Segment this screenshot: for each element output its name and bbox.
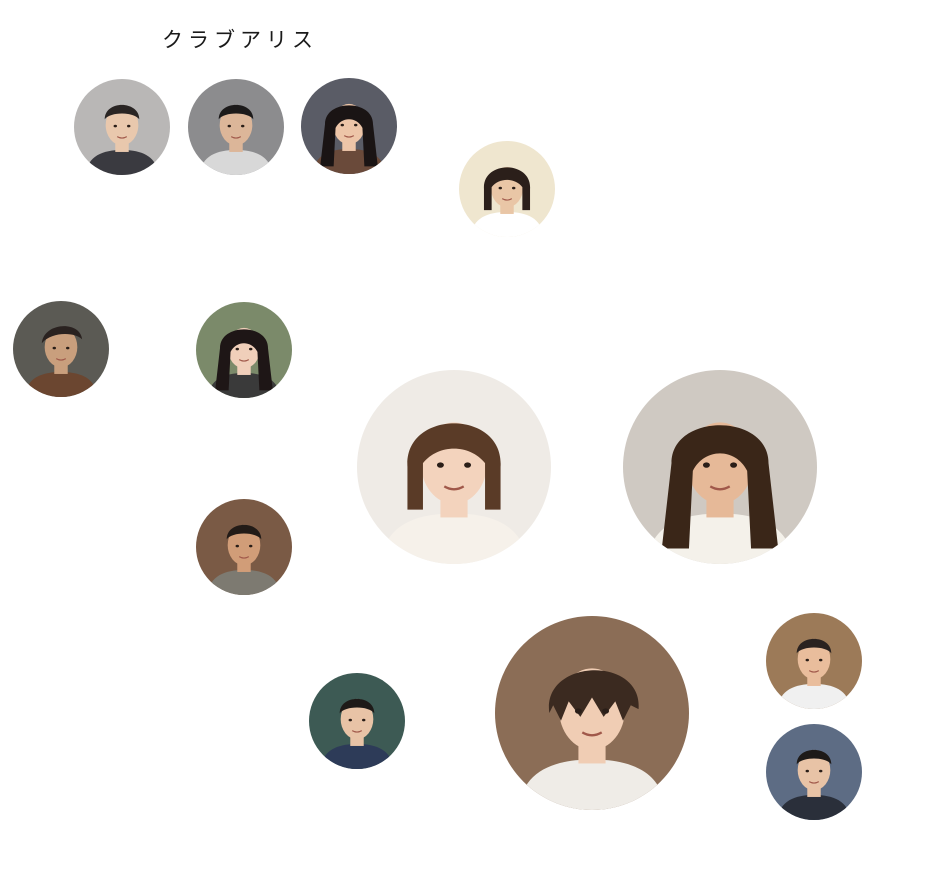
portrait-illustration (74, 79, 170, 175)
character-portrait[interactable] (196, 302, 292, 398)
portrait-illustration (459, 141, 555, 237)
portrait-illustration (188, 79, 284, 175)
character-portrait[interactable] (459, 141, 555, 237)
group-title: クラブアリス (162, 28, 318, 52)
portrait-illustration (766, 724, 862, 820)
portrait-illustration (357, 370, 551, 564)
portrait-illustration (13, 301, 109, 397)
character-portrait[interactable] (766, 724, 862, 820)
portrait-illustration (301, 78, 397, 174)
portrait-illustration (495, 616, 689, 810)
portrait-illustration (196, 302, 292, 398)
character-portrait[interactable] (766, 613, 862, 709)
character-portrait[interactable] (196, 499, 292, 595)
character-portrait[interactable] (74, 79, 170, 175)
character-portrait[interactable] (301, 78, 397, 174)
portrait-illustration (623, 370, 817, 564)
character-portrait[interactable] (188, 79, 284, 175)
character-portrait[interactable] (13, 301, 109, 397)
portrait-illustration (766, 613, 862, 709)
character-portrait[interactable] (623, 370, 817, 564)
character-portrait[interactable] (357, 370, 551, 564)
character-portrait[interactable] (309, 673, 405, 769)
character-portrait[interactable] (495, 616, 689, 810)
portrait-illustration (196, 499, 292, 595)
portrait-illustration (309, 673, 405, 769)
